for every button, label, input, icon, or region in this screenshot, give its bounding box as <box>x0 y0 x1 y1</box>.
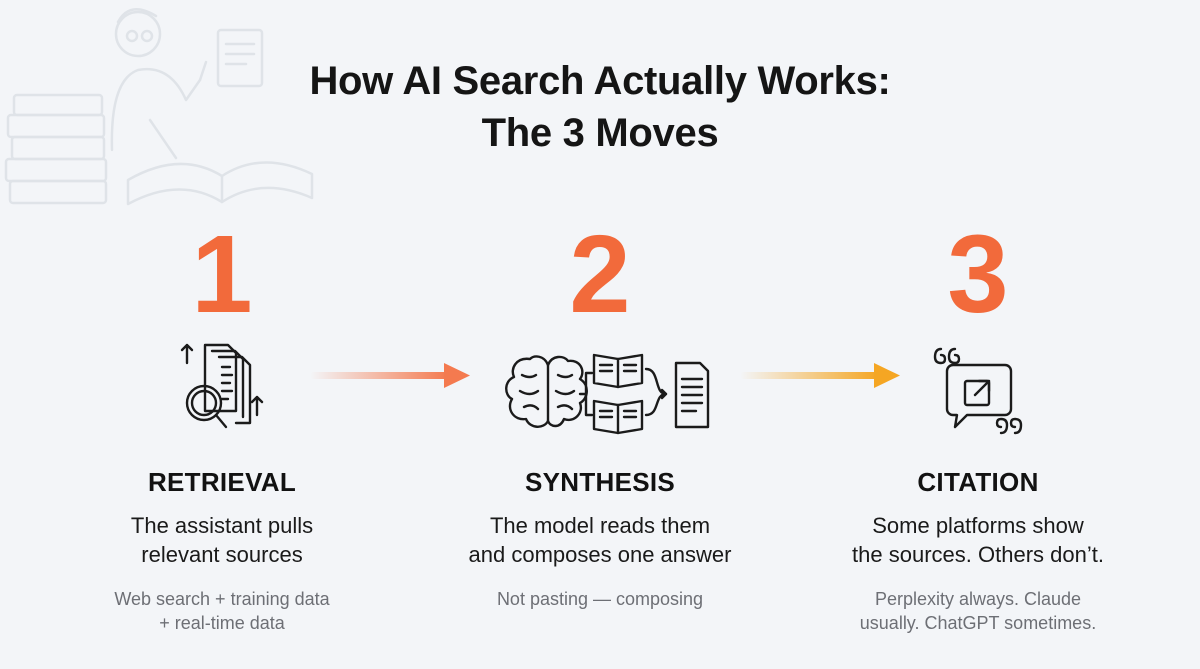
note-line: usually. ChatGPT sometimes. <box>859 613 1097 633</box>
step-number: 2 <box>569 213 631 336</box>
step-title: CITATION <box>917 467 1039 497</box>
step-synthesis: 2 SYNTHESIS The model <box>430 215 770 611</box>
icon-container <box>430 335 770 450</box>
step-retrieval: 1 RETRIEVAL The assistant pulls relevant… <box>52 215 392 635</box>
title-line-1: How AI Search Actually Works: <box>309 59 891 103</box>
description-line: The assistant pulls <box>130 513 314 538</box>
arrow-right-icon <box>310 363 470 388</box>
step-description: The model reads them and composes one an… <box>430 511 770 569</box>
icon-container <box>808 335 1148 450</box>
arrow-right-icon <box>740 363 900 388</box>
reading-person-illustration <box>4 8 314 206</box>
step-title: RETRIEVAL <box>147 467 297 497</box>
description-line: and composes one answer <box>468 542 732 567</box>
icon-container <box>52 335 392 450</box>
description-line: Some platforms show <box>872 513 1084 538</box>
page-title: How AI Search Actually Works: The 3 Move… <box>0 55 1200 159</box>
step-note: Perplexity always. Claude usually. ChatG… <box>808 587 1148 635</box>
step-title: SYNTHESIS <box>524 467 676 497</box>
note-line: + real-time data <box>159 613 285 633</box>
step-description: Some platforms show the sources. Others … <box>808 511 1148 569</box>
step-description: The assistant pulls relevant sources <box>52 511 392 569</box>
document-search-icon <box>180 343 264 429</box>
step-note: Web search + training data + real-time d… <box>52 587 392 635</box>
brain-books-icon <box>505 353 710 435</box>
step-citation: 3 CITATION Some platforms show the sourc… <box>808 215 1148 635</box>
step-number: 3 <box>947 213 1009 336</box>
note-line: Not pasting — composing <box>496 589 704 609</box>
step-note: Not pasting — composing <box>430 587 770 611</box>
step-number: 1 <box>191 213 253 336</box>
note-line: Perplexity always. Claude <box>874 589 1082 609</box>
description-line: The model reads them <box>489 513 711 538</box>
title-line-2: The 3 Moves <box>481 111 719 155</box>
description-line: relevant sources <box>141 542 303 567</box>
note-line: Web search + training data <box>114 589 330 609</box>
description-line: the sources. Others don’t. <box>852 542 1104 567</box>
quote-link-icon <box>933 347 1023 435</box>
